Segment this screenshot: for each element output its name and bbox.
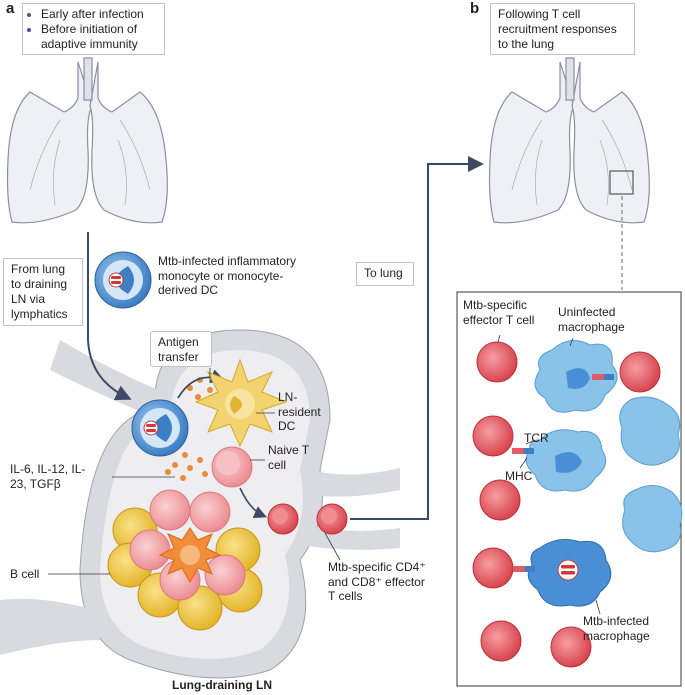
- lung-veins-b: [511, 119, 633, 206]
- infected-cell-label: Mtb-infected inflammatory monocyte or mo…: [158, 254, 297, 297]
- uninfected-mac-label: Uninfected macrophage: [558, 305, 625, 334]
- to-lung-arrow: [350, 156, 484, 520]
- mhc-label: MHC: [505, 469, 533, 483]
- zoom-cells: [472, 340, 683, 668]
- to-lung-label: To lung: [356, 262, 414, 286]
- ln-title: Lung-draining LN: [172, 678, 272, 692]
- tcr-label: TCR: [524, 431, 549, 445]
- infected-monocyte-legend: [94, 251, 152, 309]
- antigen-transfer-label: Antigen transfer: [150, 331, 212, 367]
- naive-t-cell: [211, 446, 253, 488]
- antigen-dots: [165, 377, 213, 481]
- condition-before-adaptive: Before initiation of adaptive immunity: [41, 22, 157, 52]
- cytokines-label: IL-6, IL-12, IL-23, TGFβ: [10, 462, 86, 491]
- ln-resident-dc-label: LN-resident DC: [278, 390, 321, 433]
- condition-box-b: Following T cell recruitment responses t…: [490, 3, 635, 55]
- leader-lines-b: [497, 334, 601, 615]
- ln-resident-dc: [194, 358, 288, 448]
- effector-t-cells-exit: [239, 487, 348, 535]
- panel-a-letter: a: [6, 0, 15, 17]
- panel-b-letter: b: [470, 0, 480, 17]
- naive-t-cell-label: Naive T cell: [268, 443, 309, 472]
- leader-lines-a: [48, 368, 341, 575]
- infected-mac-label: Mtb-infected macrophage: [583, 614, 650, 643]
- effector-t-cells-label: Mtb-specific CD4⁺ and CD8⁺ effector T ce…: [328, 560, 426, 603]
- effector-t-label-b: Mtb-specific effector T cell: [463, 298, 535, 327]
- lungs-b: [488, 57, 650, 224]
- b-cell-follicle: [107, 489, 263, 631]
- lung-veins-a: [29, 119, 151, 206]
- condition-box-a: Early after infection Before initiation …: [22, 3, 165, 55]
- zoom-region: [609, 170, 634, 195]
- lymph-route-box: From lung to draining LN via lymphatics: [3, 258, 83, 326]
- b-cell-label: B cell: [10, 567, 40, 581]
- lungs-a: [6, 57, 168, 224]
- lymph-flow-arrow: [87, 232, 132, 401]
- condition-early: Early after infection: [41, 7, 157, 22]
- infected-monocyte-ln: [131, 399, 189, 457]
